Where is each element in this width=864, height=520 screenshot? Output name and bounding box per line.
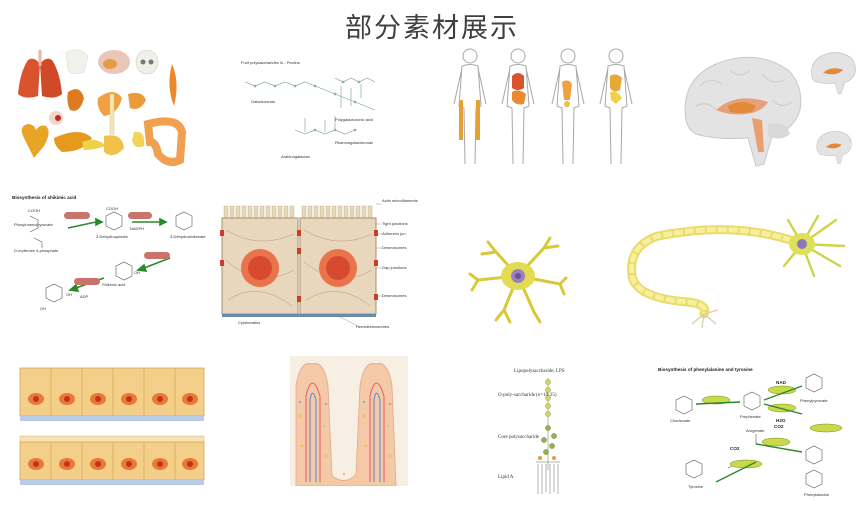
myelinated-neuron-illustration xyxy=(618,206,854,332)
metabolite-label: Arogenate xyxy=(746,428,765,433)
organs-illustration xyxy=(10,42,190,170)
junction-label: Adherens jun. xyxy=(382,231,407,236)
human-body-organs-illustration xyxy=(448,46,644,168)
atom-label: OH xyxy=(66,292,72,297)
metabolite-label: Phenylpyruvate xyxy=(800,398,828,403)
lps-label: Lipid A xyxy=(498,475,514,480)
pectin-structure-diagram: Fruit polysaccharides in - Pectins Galac… xyxy=(235,58,385,168)
atom-label: COOH xyxy=(106,206,118,211)
junction-label: Tight junctions xyxy=(382,221,408,226)
intestinal-villi-illustration xyxy=(290,356,408,486)
lps-label: Core polysaccharide xyxy=(498,435,540,440)
atom-label: COOH xyxy=(28,208,40,213)
pathway-label: 3-Dehydroshikimate xyxy=(170,234,206,239)
lps-title: Lipopolysaccharide, LPS xyxy=(514,369,565,374)
shikimic-acid-pathway-diagram: Biosynthesis of shikimic acid COOH Phosp… xyxy=(10,192,210,332)
metabolite-label: Tyrosine xyxy=(688,484,704,489)
lps-label: O-poly-saccharide (n=10-25) xyxy=(498,393,557,398)
junction-label: Cytokeratins xyxy=(238,320,260,325)
metabolite-label: Chorismate xyxy=(670,418,691,423)
lipopolysaccharide-diagram: Lipopolysaccharide, LPS O-poly-saccharid… xyxy=(496,366,606,498)
cofactor-label: CO2 xyxy=(730,446,740,451)
pathway-label: Shikimic acid xyxy=(102,282,125,287)
atom-label: OH xyxy=(40,306,46,311)
cofactor-label: NADPH xyxy=(130,226,144,231)
columnar-epithelium-illustration xyxy=(14,364,214,494)
pathway-label: Phosphoenolpyruvate xyxy=(14,222,53,227)
skull-icon xyxy=(135,49,159,75)
polymer-label: Arabinogalactan xyxy=(281,154,310,159)
metabolite-label: Prephenate xyxy=(740,414,761,419)
atom-label: OH xyxy=(134,270,140,275)
brain-icon xyxy=(98,50,130,74)
page-title: 部分素材展示 xyxy=(345,13,519,44)
cofactor-label: H2O xyxy=(776,418,786,423)
junction-label: Desmosomes xyxy=(382,293,406,298)
junction-label: Hemidesmosomes xyxy=(356,324,389,329)
cofactor-label: NAD xyxy=(776,380,787,385)
heart-icon xyxy=(21,124,49,158)
pathway-title: Biosynthesis of phenylalanine and tyrosi… xyxy=(658,367,753,372)
neuron-cell-illustration xyxy=(468,232,568,324)
pathway-label: 3-Dehydroquinate xyxy=(96,234,129,239)
junction-label: Actin microfilaments xyxy=(382,198,418,203)
cofactor-label: ADP xyxy=(80,294,89,299)
lungs-icon xyxy=(18,50,62,98)
polymer-label: Galacturonan xyxy=(251,99,275,104)
brain-cross-section-illustration xyxy=(676,40,858,172)
polymer-title: Fruit polysaccharides in - Pectins xyxy=(241,60,300,65)
pathway-label: D-erythrose 4-phosphate xyxy=(14,248,59,253)
phenylalanine-pathway-diagram: Biosynthesis of phenylalanine and tyrosi… xyxy=(656,364,854,500)
metabolite-label: Phenylalanine xyxy=(804,492,830,497)
polymer-label: Polygalacturonic acid xyxy=(335,117,373,122)
pathway-title: Biosynthesis of shikimic acid xyxy=(12,195,77,200)
polymer-label: Rhamnogalacturonan xyxy=(335,140,373,145)
junction-label: Gap junctions xyxy=(382,265,406,270)
epithelial-cell-junctions-illustration: Actin microfilaments Tight junctions Adh… xyxy=(218,190,420,330)
junction-label: Desmosomes xyxy=(382,245,406,250)
cofactor-label: CO2 xyxy=(774,424,784,429)
